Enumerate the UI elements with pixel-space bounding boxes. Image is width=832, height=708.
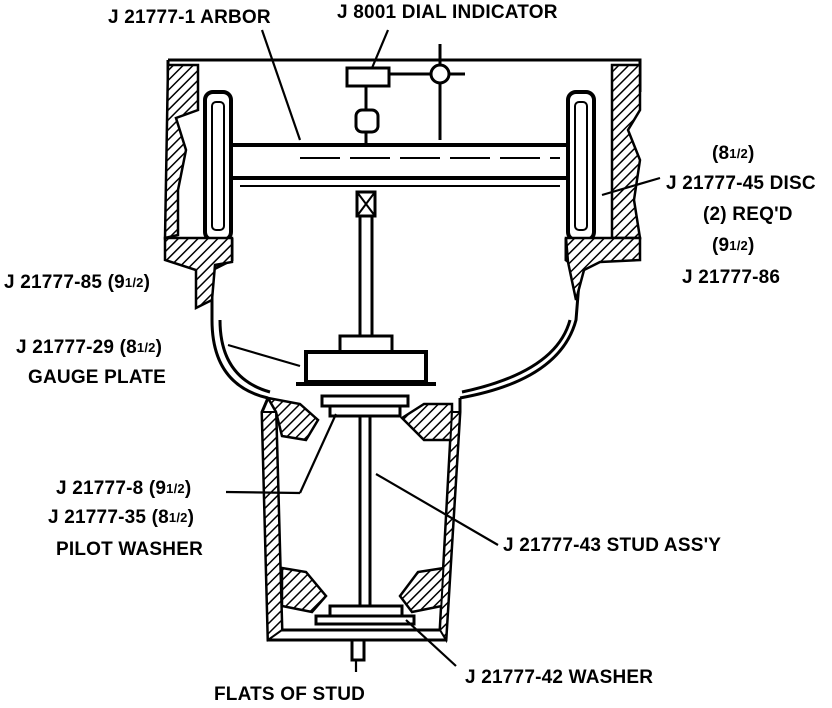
left-disc xyxy=(203,90,233,242)
label-disc-top-size: (81/2) xyxy=(712,143,755,164)
label-dial-indicator: J 8001 DIAL INDICATOR xyxy=(337,2,558,23)
right-upper-wall xyxy=(610,63,642,240)
upper-bearing-race-right xyxy=(400,402,454,442)
label-j85: J 21777-85 (91/2) xyxy=(4,272,151,293)
left-bore-wall xyxy=(260,411,284,642)
label-j8: J 21777-8 (91/2) xyxy=(56,478,192,499)
label-washer: J 21777-42 WASHER xyxy=(465,667,654,688)
right-disc xyxy=(566,90,596,242)
left-upper-wall xyxy=(163,63,200,240)
left-flange xyxy=(163,236,234,311)
dial-indicator xyxy=(345,44,465,145)
label-pilot-washer: PILOT WASHER xyxy=(56,539,204,560)
label-stud-assy: J 21777-43 STUD ASS'Y xyxy=(503,535,722,556)
arbor-shaft xyxy=(231,143,568,187)
label-j35: J 21777-35 (81/2) xyxy=(48,507,195,528)
lower-bearing-race-left xyxy=(280,566,328,614)
right-flange xyxy=(564,236,642,301)
stud-assembly xyxy=(314,394,416,662)
housing-top-plate xyxy=(166,58,642,92)
label-disc-86: J 21777-86 xyxy=(682,267,781,288)
label-flats-of-stud: FLATS OF STUD xyxy=(214,684,366,705)
label-disc-mid-size: (91/2) xyxy=(712,235,755,256)
label-disc: J 21777-45 DISC xyxy=(666,173,816,194)
label-j29: J 21777-29 (81/2) xyxy=(16,337,163,358)
gauge-plate xyxy=(296,334,436,386)
lower-bearing-race-right xyxy=(398,566,446,614)
leader-lines xyxy=(225,29,661,672)
carrier-bowl xyxy=(210,238,582,400)
label-gauge-plate: GAUGE PLATE xyxy=(28,367,167,388)
label-arbor: J 21777-1 ARBOR xyxy=(108,7,271,28)
center-rod xyxy=(355,190,377,335)
right-bore-wall xyxy=(438,411,462,644)
label-disc-qty: (2) REQ'D xyxy=(703,204,793,225)
